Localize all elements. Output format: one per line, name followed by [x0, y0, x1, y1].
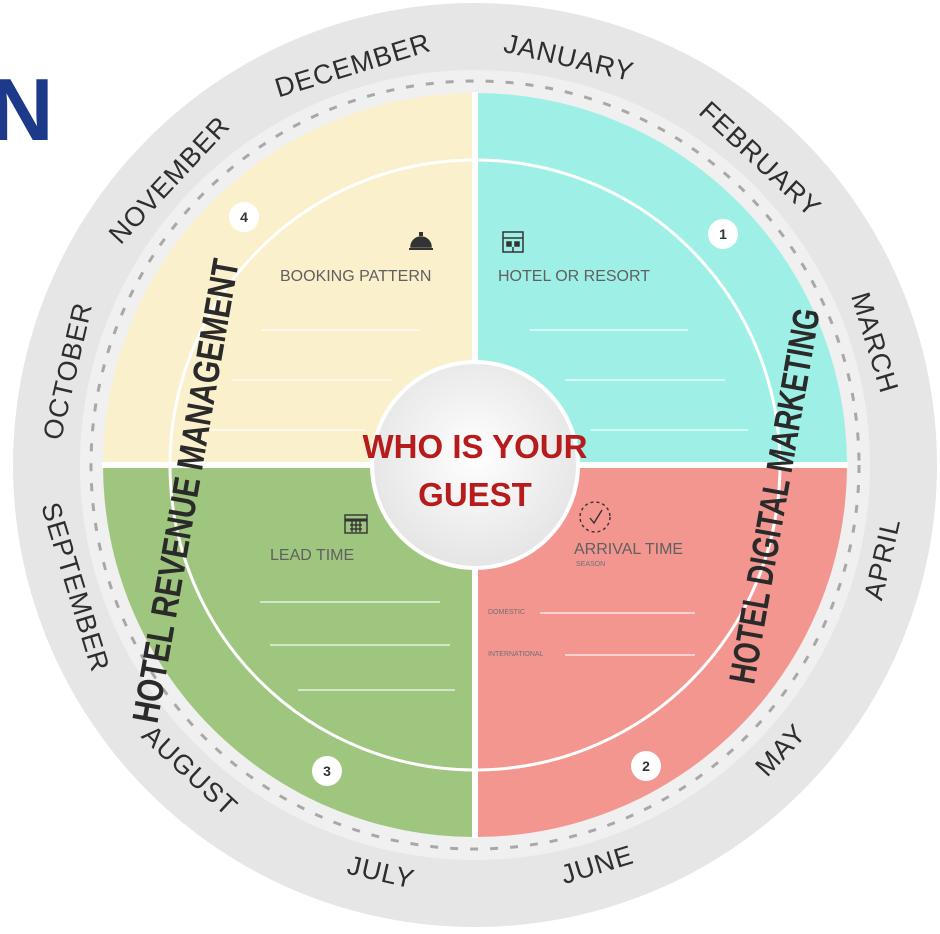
- label-booking-pattern: BOOKING PATTERN: [280, 268, 431, 285]
- badge-2: 2: [631, 751, 661, 781]
- calendar-icon: [344, 514, 368, 534]
- svg-text:4: 4: [240, 209, 248, 225]
- center-title-line2: GUEST: [418, 476, 532, 513]
- label-season: SEASON: [576, 561, 605, 568]
- hotel-building-icon: [502, 231, 524, 253]
- clock-icon: [579, 501, 611, 533]
- center-title-line1: WHO IS YOUR: [363, 428, 588, 465]
- dashed-ring: [89, 79, 861, 851]
- center-disc: [370, 360, 580, 570]
- service-bell-icon: [409, 232, 433, 250]
- badge-1: 1: [708, 219, 738, 249]
- badge-4: 4: [229, 202, 259, 232]
- label-international: INTERNATIONAL: [488, 651, 544, 658]
- label-domestic: DOMESTIC: [488, 609, 525, 616]
- svg-text:2: 2: [642, 758, 650, 774]
- svg-text:3: 3: [323, 763, 331, 779]
- svg-text:1: 1: [719, 226, 727, 242]
- logo-letter: N: [0, 60, 54, 159]
- label-arrival-time: ARRIVAL TIME: [574, 541, 683, 558]
- label-hotel-or-resort: HOTEL OR RESORT: [498, 268, 650, 285]
- inner-white-circle: [168, 158, 782, 772]
- badge-3: 3: [312, 756, 342, 786]
- label-lead-time: LEAD TIME: [270, 547, 354, 564]
- placeholder-lines: [205, 329, 748, 691]
